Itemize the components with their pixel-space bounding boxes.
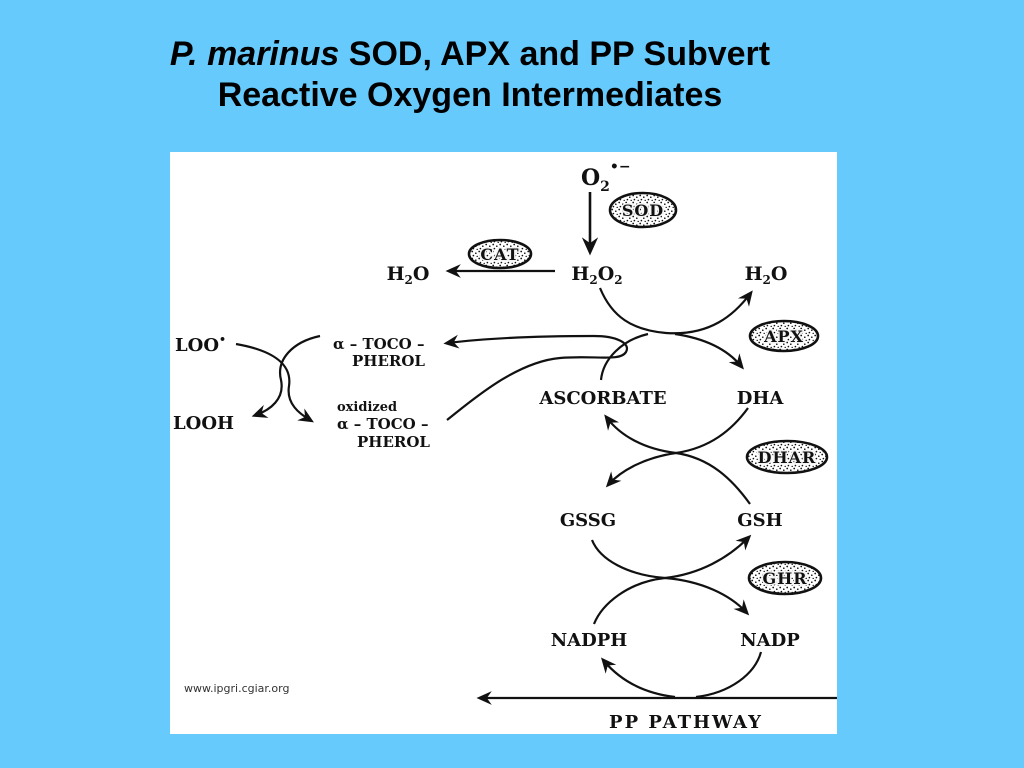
watermark-url: www.ipgri.cgiar.org	[184, 682, 289, 695]
gsh-label: GSH	[737, 510, 782, 531]
nadp-label: NADP	[740, 630, 800, 651]
dhar-enzyme-label: DHAR	[758, 448, 817, 467]
loo-radical-label: LOO•	[175, 333, 226, 356]
nadp-down-arc	[695, 651, 763, 699]
dhar-enzyme-oval	[745, 439, 829, 475]
apx-reaction-arrow	[598, 287, 753, 335]
oxidized-label: oxidized	[337, 400, 397, 415]
h2o2-label: H2O2	[571, 263, 622, 287]
gssg-label: GSSG	[560, 510, 616, 531]
apx-enzyme-oval	[748, 319, 820, 353]
nadph-label: NADPH	[551, 630, 628, 651]
ghr-enzyme-oval	[747, 560, 823, 596]
tocopherol-line2: PHEROL	[352, 352, 425, 370]
ascorbate-label: ASCORBATE	[538, 388, 666, 409]
ascorbate-to-dha-arc	[674, 332, 744, 370]
toco-to-looh-arrow	[251, 334, 321, 418]
oxidized-tocopherol-line1: α – TOCO –	[337, 415, 428, 433]
sod-enzyme-label: SOD	[622, 201, 664, 220]
title-species: P. marinus	[169, 35, 340, 73]
h2o-left-label: H2O	[387, 263, 430, 287]
gsh-to-ascorbate-arc	[604, 414, 751, 505]
pp-pathway-label: PP PATHWAY	[609, 712, 763, 733]
oxidized-tocopherol-line2: PHEROL	[357, 433, 430, 451]
ascorbate-up-arc	[599, 332, 649, 381]
oxtoco-regeneration-arrow	[443, 334, 629, 421]
title-line2: Reactive Oxygen Intermediates	[217, 76, 723, 115]
loo-to-oxtoco-arrow	[235, 342, 314, 423]
pathway-svg: O2•− SOD H2O2 CAT H2O H2O APX	[173, 159, 837, 733]
h2o-right-label: H2O	[745, 263, 788, 287]
title-line1: P. marinus SOD, APX and PP Subvert	[50, 34, 890, 75]
pp-to-nadph-arc	[601, 657, 676, 699]
cat-enzyme-label: CAT	[480, 245, 519, 264]
dha-label: DHA	[737, 388, 785, 409]
looh-label: LOOH	[173, 413, 234, 434]
apx-enzyme-label: APX	[763, 327, 804, 346]
ghr-enzyme-label: GHR	[762, 569, 807, 588]
gssg-down-arc	[590, 539, 750, 616]
dha-down-arc	[605, 407, 749, 488]
nadph-to-gsh-arc	[592, 534, 752, 625]
pathway-diagram: O2•− SOD H2O2 CAT H2O H2O APX	[170, 152, 837, 734]
cat-enzyme-oval	[467, 238, 533, 270]
sod-enzyme-oval	[608, 191, 678, 229]
superoxide-label: O2•−	[581, 159, 631, 195]
tocopherol-line1: α – TOCO –	[333, 335, 424, 353]
title-line1-rest: SOD, APX and PP Subvert	[339, 35, 771, 73]
slide-title: P. marinus SOD, APX and PP Subvert React…	[50, 34, 890, 117]
